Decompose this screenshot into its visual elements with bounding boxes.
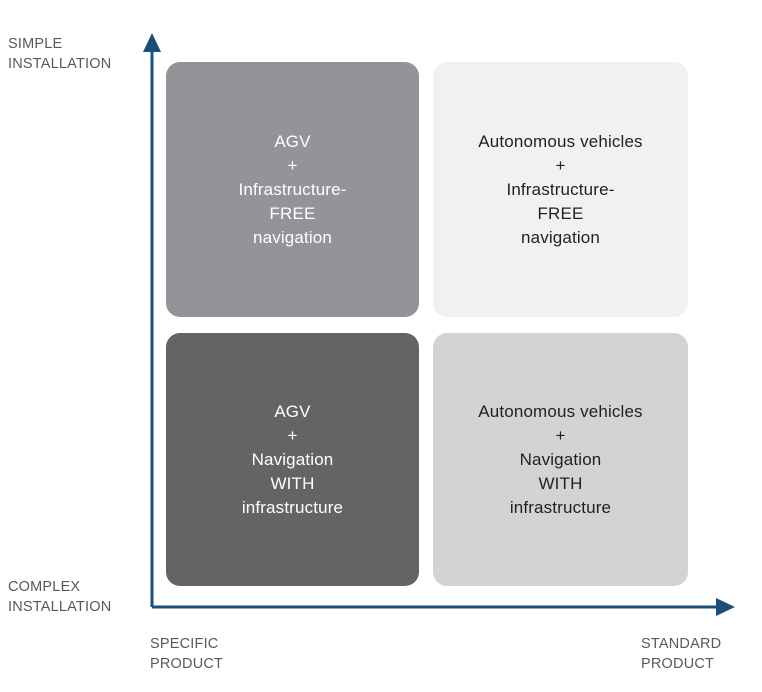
quadrant-autonomous-vehicles-with-infrastructure: Autonomous vehicles + Navigation WITH in… — [433, 333, 688, 586]
x-axis-right-label: STANDARD PRODUCT — [641, 636, 722, 672]
y-axis-top-label: SIMPLE INSTALLATION — [8, 36, 112, 72]
quadrant-autonomous-vehicles-infrastructure-free: Autonomous vehicles + Infrastructure- FR… — [433, 62, 688, 317]
quadrant-agv-infrastructure-free: AGV + Infrastructure- FREE navigation — [166, 62, 419, 317]
quadrant-agv-with-infrastructure: AGV + Navigation WITH infrastructure — [166, 333, 419, 586]
x-axis-left-label: SPECIFIC PRODUCT — [150, 636, 224, 672]
y-axis-bottom-label: COMPLEX INSTALLATION — [8, 579, 112, 615]
